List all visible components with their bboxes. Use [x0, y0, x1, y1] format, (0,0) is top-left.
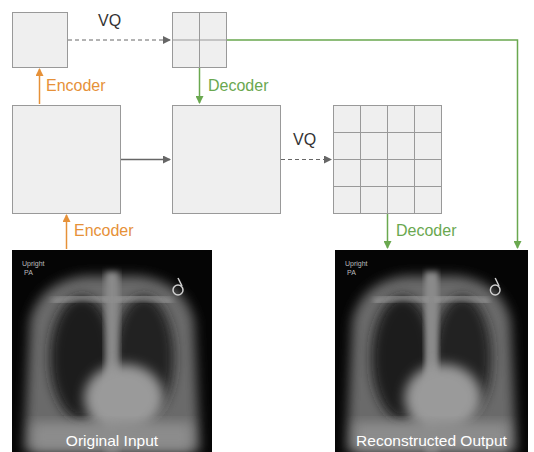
- decoder-arrow: [227, 40, 518, 248]
- skip-arrow: [121, 159, 170, 161]
- decoder-arrow: [387, 214, 389, 248]
- step-label: VQ: [98, 12, 121, 30]
- image-caption: Original Input: [12, 432, 212, 450]
- vq-arrow: [68, 40, 170, 41]
- image-caption: Reconstructed Output: [335, 432, 528, 450]
- vq-arrow: [281, 159, 331, 160]
- encoder-arrow: [66, 215, 68, 249]
- image-annotation: PA: [24, 269, 33, 277]
- step-label: Decoder: [208, 77, 268, 95]
- xray-image: [335, 250, 528, 452]
- step-label: Encoder: [74, 222, 134, 240]
- encoder-arrow: [39, 69, 41, 104]
- image-panel: Original Input: [12, 250, 212, 452]
- image-panel: Reconstructed Output: [335, 250, 528, 452]
- step-label: VQ: [293, 131, 316, 149]
- latent-box: [13, 13, 68, 68]
- top-codes-grid: [173, 13, 227, 68]
- latent-box: [13, 106, 121, 214]
- bottom-codes-grid: [334, 106, 442, 214]
- xray-image: [12, 250, 212, 452]
- latent-box: [173, 106, 281, 214]
- image-annotation: Upright: [345, 260, 368, 268]
- image-annotation: PA: [347, 269, 356, 277]
- decoder-arrow: [199, 68, 201, 103]
- step-label: Encoder: [46, 77, 106, 95]
- image-annotation: Upright: [22, 260, 45, 268]
- step-label: Decoder: [396, 222, 456, 240]
